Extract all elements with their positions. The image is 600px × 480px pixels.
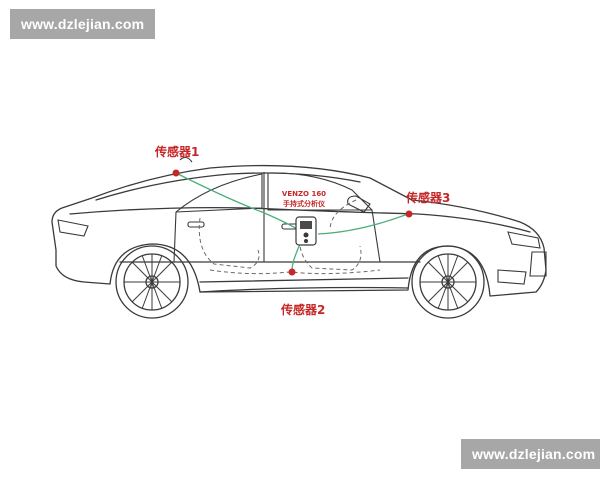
front-wheel [411, 245, 485, 319]
front-door-line [371, 209, 381, 263]
sensor2-label: 传感器2 [280, 302, 325, 317]
cable-sensor2 [291, 243, 301, 271]
fog-light [497, 269, 527, 285]
sensor1-dot [172, 169, 180, 177]
steering-wheel [329, 199, 357, 231]
rear-door-handle [187, 221, 205, 228]
car-details [57, 156, 547, 285]
cable-sensor1 [175, 172, 303, 233]
sensor3-label: 传感器3 [405, 190, 450, 205]
rear-seat [198, 217, 260, 269]
head-light [507, 231, 541, 249]
car-windows [173, 172, 381, 263]
tail-light [57, 219, 89, 237]
antenna [179, 156, 193, 163]
device-button-icon [303, 232, 309, 238]
rear-wheel [115, 245, 189, 319]
side-mirror [347, 195, 371, 213]
sensor-cables [175, 172, 409, 271]
watermark-top: www.dzlejian.com [10, 9, 156, 39]
sensor3-dot [405, 210, 413, 218]
sensor2-dot [288, 268, 296, 276]
sensor1-label: 传感器1 [154, 144, 199, 159]
cable-sensor3 [317, 213, 409, 235]
analyzer-device [295, 216, 317, 246]
rear-window [175, 173, 263, 213]
front-grille [529, 251, 547, 277]
device-model-label: VENZO 160 [282, 190, 326, 198]
device-name-label: 手持式分析仪 [283, 199, 326, 208]
watermark-bottom: www.dzlejian.com [461, 439, 600, 469]
